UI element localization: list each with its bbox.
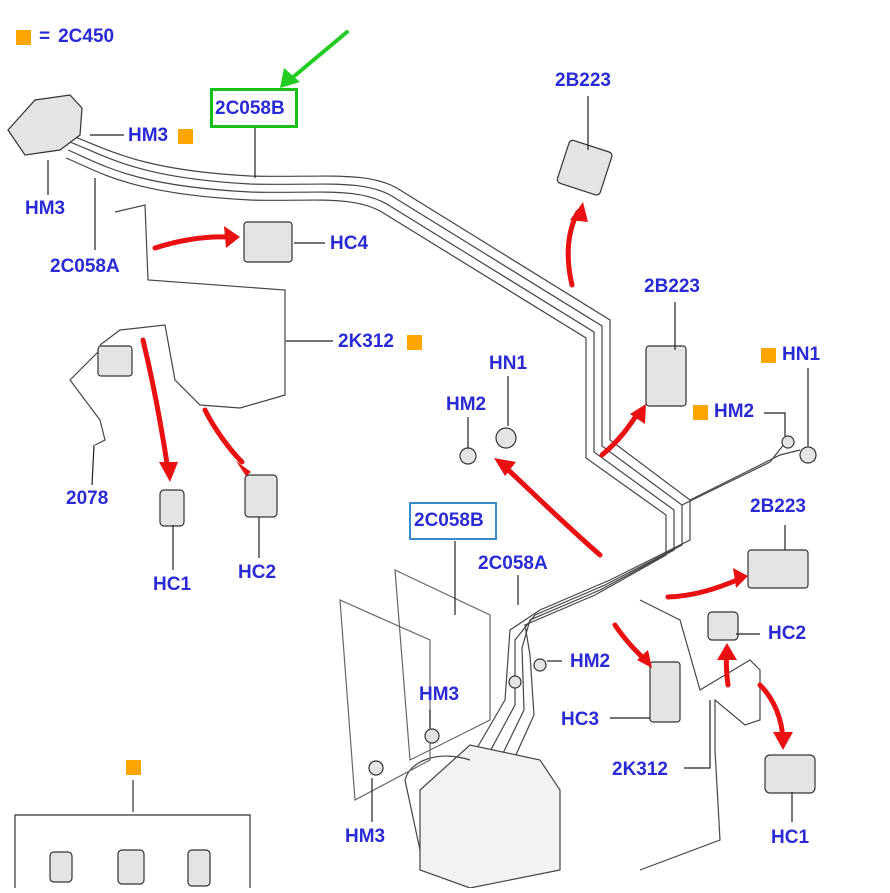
label-2k312-upper: 2K312 [338, 331, 394, 352]
clip-hc4 [243, 221, 293, 263]
label-hc2-right: HC2 [768, 623, 807, 644]
label-hm2-mid: HM2 [446, 394, 487, 415]
abs-unit [419, 744, 561, 889]
clip-2b223-top [556, 139, 613, 196]
fitting-hm3-bottom [368, 760, 384, 776]
label-2b223-mid: 2B223 [644, 276, 700, 297]
marker-inset [126, 760, 141, 775]
fitting-hm3-mid [424, 728, 440, 744]
label-hc1-right: HC1 [771, 827, 810, 848]
label-2c058a-left: 2C058A [50, 256, 120, 277]
legend-marker [16, 29, 31, 45]
label-hm3-bottom: HM3 [345, 826, 386, 847]
label-hc1-left: HC1 [153, 574, 192, 595]
clip-hc1-left [159, 489, 185, 527]
tube-bundle-2 [69, 141, 683, 771]
bracket-plate-2 [339, 599, 431, 801]
marker-hm2-right [693, 405, 708, 420]
clip-2b223-right [747, 549, 809, 589]
valve-2078-bracket [97, 345, 133, 377]
label-hc2-left: HC2 [238, 562, 277, 583]
tube-right-hm2 [681, 442, 786, 506]
clip-2b223-mid [645, 345, 687, 407]
legend-code: 2C450 [58, 26, 115, 47]
label-2c058b-top: 2C058B [215, 98, 285, 119]
clip-hc2-right [707, 611, 739, 641]
inset-fitting-3 [187, 849, 211, 887]
label-hm3-top: HM3 [128, 125, 169, 146]
label-hm2-lower: HM2 [570, 651, 611, 672]
tube-2k312-lower [639, 599, 761, 871]
marker-hn1-right [761, 348, 776, 363]
label-hn1-mid: HN1 [489, 353, 528, 374]
marker-2k312-upper [407, 335, 422, 350]
label-hm3-left: HM3 [25, 198, 66, 219]
label-hc3: HC3 [561, 709, 600, 730]
fitting-hn1-mid [495, 427, 517, 449]
label-2c058a-mid: 2C058A [478, 553, 548, 574]
tube-right-hn1 [689, 449, 801, 501]
tube-bundle-3 [67, 149, 675, 781]
label-2078: 2078 [66, 488, 109, 509]
fitting-hm2-lower-2 [508, 675, 522, 689]
label-2k312-lower: 2K312 [612, 759, 668, 780]
fitting-hm2-mid [459, 447, 477, 465]
label-2b223-top: 2B223 [555, 70, 611, 91]
clip-hc1-right [764, 754, 816, 794]
tube-bundle-4 [65, 157, 667, 791]
hose-2078 [69, 349, 106, 446]
master-cylinder-block [7, 94, 83, 156]
legend: = 2C450 [16, 26, 122, 48]
fitting-hn1-right [799, 446, 817, 464]
bracket-plate-1 [394, 569, 491, 761]
label-2c058b-mid: 2C058B [414, 510, 484, 531]
label-hn1-right: HN1 [782, 344, 821, 365]
label-hm3-mid: HM3 [419, 684, 460, 705]
fitting-hm2-right [781, 435, 795, 449]
highlight-2c058b-blue [409, 502, 497, 540]
clip-hc3 [649, 661, 681, 723]
highlight-2c058b-green [210, 88, 298, 128]
inset-fitting-2 [117, 849, 145, 885]
label-hc4: HC4 [330, 233, 369, 254]
legend-equals: = [39, 26, 51, 47]
tube-bundle-1 [69, 134, 691, 761]
label-hm2-right: HM2 [714, 401, 755, 422]
clip-hc2-left [244, 474, 278, 518]
fitting-hm2-lower-1 [533, 658, 547, 672]
tube-2k312-upper [99, 204, 286, 409]
marker-hm3-top [178, 129, 193, 144]
parts-inset-box [14, 814, 251, 888]
label-2b223-right: 2B223 [750, 496, 806, 517]
inset-fitting-1 [49, 851, 73, 883]
